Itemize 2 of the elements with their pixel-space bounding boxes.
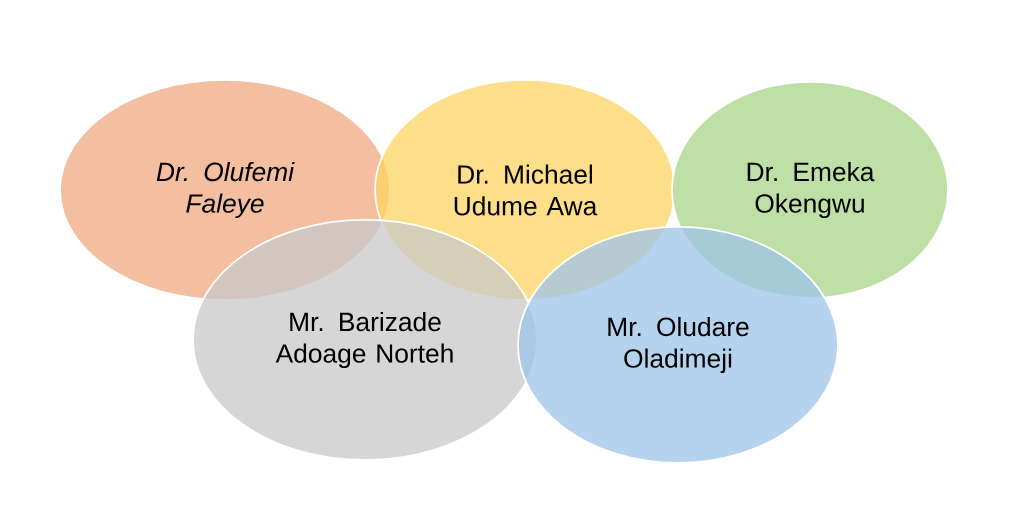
ellipse-node: Mr. Oludare Oladimeji: [517, 226, 839, 464]
ellipse-node: Mr. Barizade Adoage Norteh: [192, 219, 538, 461]
